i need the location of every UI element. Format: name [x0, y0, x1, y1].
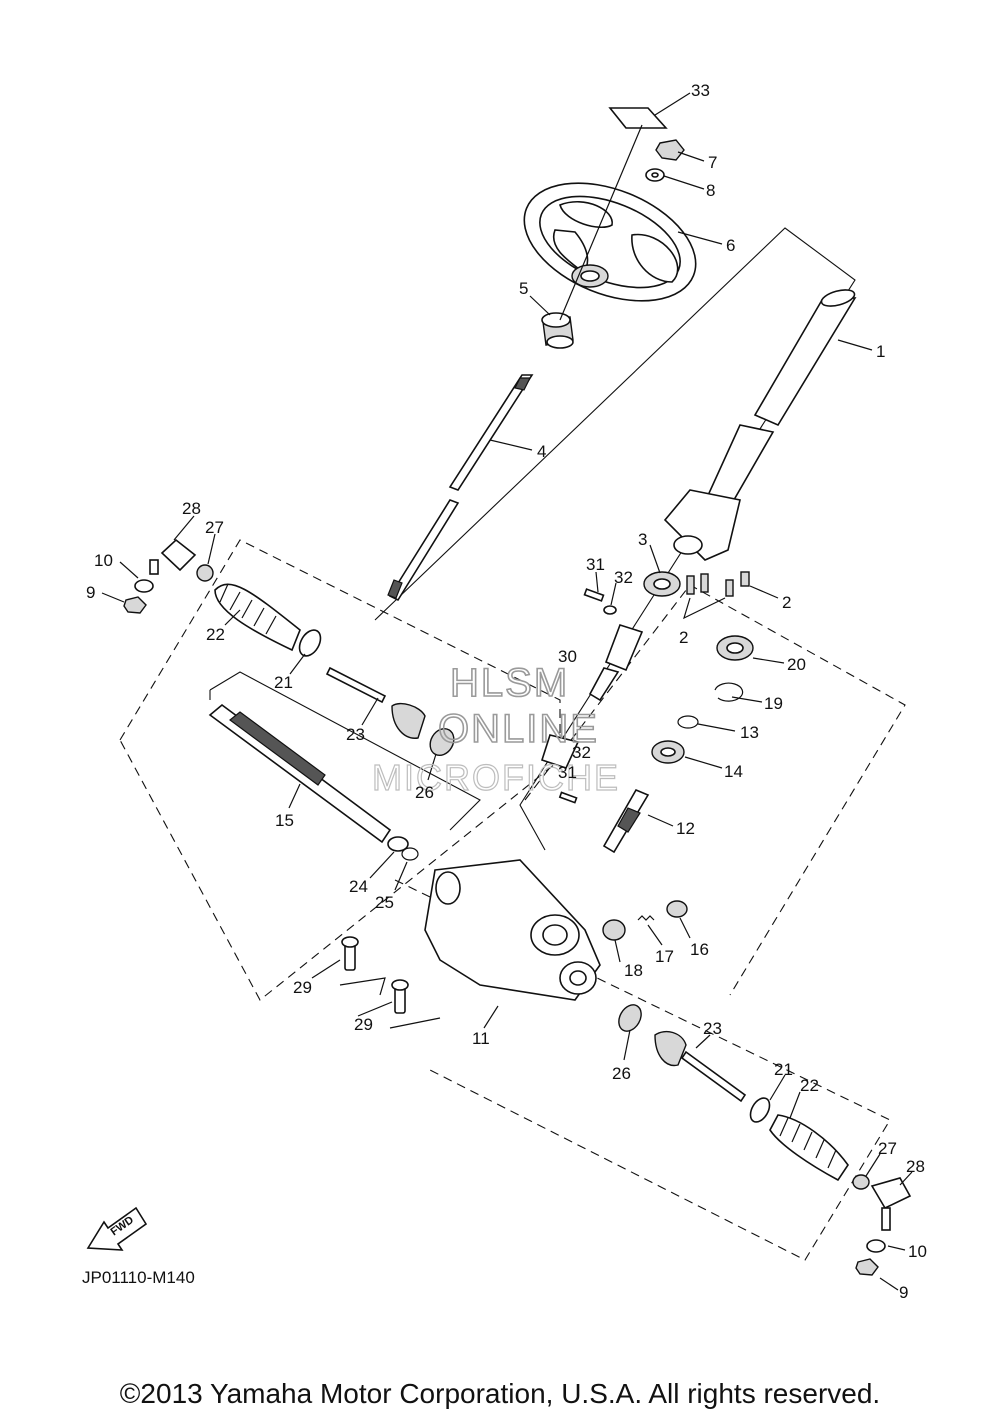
rack-15	[208, 703, 392, 844]
washer-26-left	[429, 727, 455, 757]
steering-shaft-4	[387, 374, 534, 602]
tie-rod-end-28-right	[870, 1177, 912, 1231]
label-32-lower: 32	[572, 743, 591, 762]
rack-housing-11	[424, 859, 601, 1001]
label-26-right: 26	[612, 1064, 631, 1083]
label-9-right: 9	[899, 1283, 908, 1302]
band-21-right	[749, 1097, 771, 1123]
label-10-right: 10	[908, 1242, 927, 1261]
label-10-left: 10	[94, 551, 113, 570]
spring-17	[637, 915, 655, 921]
label-14: 14	[724, 762, 743, 781]
label-25: 25	[375, 893, 394, 912]
nut-9-left	[123, 596, 147, 614]
label-24: 24	[349, 877, 368, 896]
label-23-left: 23	[346, 725, 365, 744]
band-21-left	[298, 629, 322, 657]
label-3: 3	[638, 530, 647, 549]
joint-3	[643, 571, 681, 597]
label-30: 30	[558, 647, 577, 666]
label-19: 19	[764, 694, 783, 713]
nut-9-right	[855, 1258, 879, 1276]
label-21-right: 21	[774, 1060, 793, 1079]
washer-10-left	[134, 579, 154, 593]
leader-lines	[101, 92, 913, 1291]
label-22-left: 22	[206, 625, 225, 644]
label-8: 8	[706, 181, 715, 200]
pinion-12	[602, 788, 650, 854]
label-15: 15	[275, 811, 294, 830]
label-29-upper: 29	[293, 978, 312, 997]
copyright-notice: ©2013 Yamaha Motor Corporation, U.S.A. A…	[119, 1378, 881, 1409]
o-ring-13	[677, 715, 699, 729]
watermark-line-2: ONLINE	[438, 707, 599, 751]
part-labels: 33 7 8 6 5 1 4 28 27 10 9 3 31 32 2 2 22…	[86, 81, 927, 1302]
label-28-left: 28	[182, 499, 201, 518]
seal-20	[716, 635, 754, 661]
label-22-right: 22	[800, 1076, 819, 1095]
label-31-lower: 31	[558, 763, 577, 782]
washer-32-upper	[603, 605, 617, 615]
bushing-5	[541, 312, 574, 349]
nut-27-left	[196, 564, 214, 582]
label-2-right: 2	[782, 593, 791, 612]
circlip-19	[714, 682, 744, 702]
label-2-lower: 2	[679, 628, 688, 647]
boot-22-left	[214, 583, 301, 652]
bolts-2	[686, 571, 750, 597]
bushing-24	[387, 836, 409, 852]
label-13: 13	[740, 723, 759, 742]
label-plate-33	[608, 107, 668, 129]
tie-rod-23-left	[325, 666, 426, 739]
watermark: HLSM ONLINE MICROFICHE	[371, 660, 620, 798]
bolt-31-lower	[558, 791, 578, 804]
bolts-29	[339, 936, 441, 1029]
fwd-arrow-badge: FWD	[86, 1206, 148, 1251]
label-12: 12	[676, 819, 695, 838]
label-4: 4	[537, 442, 546, 461]
label-20: 20	[787, 655, 806, 674]
label-5: 5	[519, 279, 528, 298]
label-9-left: 9	[86, 583, 95, 602]
washer-8	[645, 168, 665, 182]
label-1: 1	[876, 342, 885, 361]
label-28-right: 28	[906, 1157, 925, 1176]
label-16: 16	[690, 940, 709, 959]
label-32-upper: 32	[614, 568, 633, 587]
steering-column-1	[663, 289, 857, 561]
tie-rod-23-right	[654, 1030, 747, 1103]
label-17: 17	[655, 947, 674, 966]
label-21-left: 21	[274, 673, 293, 692]
nut-7	[655, 139, 685, 161]
washer-26-right	[618, 1004, 642, 1032]
nut-27-right	[852, 1174, 870, 1190]
steering-wheel-6	[523, 182, 697, 302]
label-29-lower: 29	[354, 1015, 373, 1034]
label-23-right: 23	[703, 1019, 722, 1038]
assembly-outlines	[119, 227, 906, 1261]
universal-joint-lower	[540, 734, 580, 769]
label-6: 6	[726, 236, 735, 255]
watermark-line-1: HLSM	[450, 661, 569, 705]
label-27-left: 27	[205, 518, 224, 537]
label-27-right: 27	[878, 1139, 897, 1158]
boot-22-right	[769, 1114, 849, 1182]
label-11: 11	[472, 1029, 490, 1048]
label-26-left: 26	[415, 783, 434, 802]
label-7: 7	[708, 153, 717, 172]
tie-rod-end-28-left	[149, 538, 197, 575]
label-31-upper: 31	[586, 555, 605, 574]
label-33: 33	[691, 81, 710, 100]
watermark-line-3: MICROFICHE	[372, 757, 620, 798]
diagram-code: JP01110-M140	[82, 1268, 195, 1287]
bearing-14	[651, 740, 685, 764]
label-18: 18	[624, 961, 643, 980]
washer-10-right	[866, 1239, 886, 1253]
bolt-31-upper	[583, 588, 605, 602]
o-ring-25	[401, 847, 419, 861]
universal-joint-30	[588, 624, 644, 702]
adjuster-18	[602, 919, 626, 941]
cap-16	[666, 900, 688, 918]
